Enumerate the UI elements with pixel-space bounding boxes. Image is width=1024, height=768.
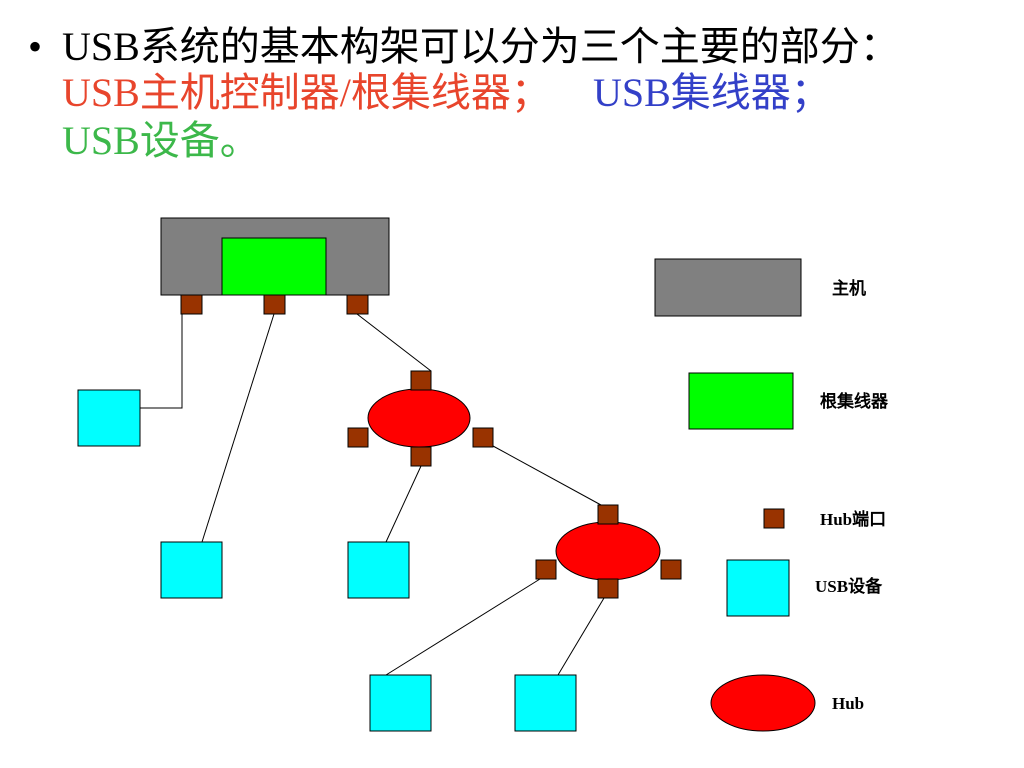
link-host-device-bottom — [201, 313, 275, 543]
connection-lines — [140, 313, 605, 676]
usb-device-hub2-right — [514, 674, 577, 732]
legend-hub-port-label: Hub端口 — [820, 509, 886, 529]
link-hub1-hub2 — [492, 445, 602, 506]
hub-2-port-left — [535, 559, 557, 580]
hub-1-port-bottom — [410, 446, 432, 467]
legend-hub-swatch — [710, 674, 816, 732]
link-hub2-device-left — [385, 578, 541, 676]
hub-1 — [367, 388, 471, 448]
root-hub-controller-text: USB主机控制器/根集线器； — [62, 70, 551, 115]
link-hub2-device-right — [557, 597, 605, 676]
host-port-1 — [180, 294, 203, 315]
root-hub-box — [221, 237, 327, 296]
usb-device-bottom-left — [160, 541, 223, 599]
link-hub1-device — [385, 465, 422, 543]
title-line-2: USB主机控制器/根集线器； USB集线器； — [62, 72, 831, 114]
title-line-1: USB系统的基本构架可以分为三个主要的部分： — [62, 24, 900, 69]
link-host-hub1 — [356, 313, 432, 372]
host-port-3 — [346, 294, 369, 315]
usb-device-hub2-left — [369, 674, 432, 732]
usb-device-hub1 — [347, 541, 410, 599]
legend-usb-device-swatch — [726, 559, 790, 617]
legend-usb-device-label: USB设备 — [815, 576, 883, 596]
hub-2-port-top — [597, 504, 619, 525]
hub-1-port-top — [410, 370, 432, 391]
hub-1-port-left — [347, 427, 369, 448]
bullet-marker: • — [28, 24, 43, 69]
usb-device-left — [77, 389, 141, 447]
hub-2-port-bottom — [597, 578, 619, 599]
legend-root-hub-label: 根集线器 — [820, 391, 889, 411]
legend-host-label: 主机 — [832, 278, 866, 298]
legend-host-swatch — [654, 258, 802, 317]
hub-2 — [555, 521, 661, 581]
title-line-3: USB设备。 — [62, 118, 260, 163]
usb-hub-text: USB集线器； — [592, 70, 831, 115]
legend-root-hub-swatch — [688, 372, 794, 430]
legend-hub-port-swatch — [763, 508, 785, 529]
hub-1-port-right — [472, 427, 494, 448]
link-host-device-left — [140, 313, 191, 409]
legend: 主机 根集线器 Hub端口 USB设备 Hub — [654, 258, 889, 732]
host-port-2 — [263, 294, 286, 315]
hub-2-port-right — [660, 559, 682, 580]
legend-hub-label: Hub — [832, 694, 864, 713]
